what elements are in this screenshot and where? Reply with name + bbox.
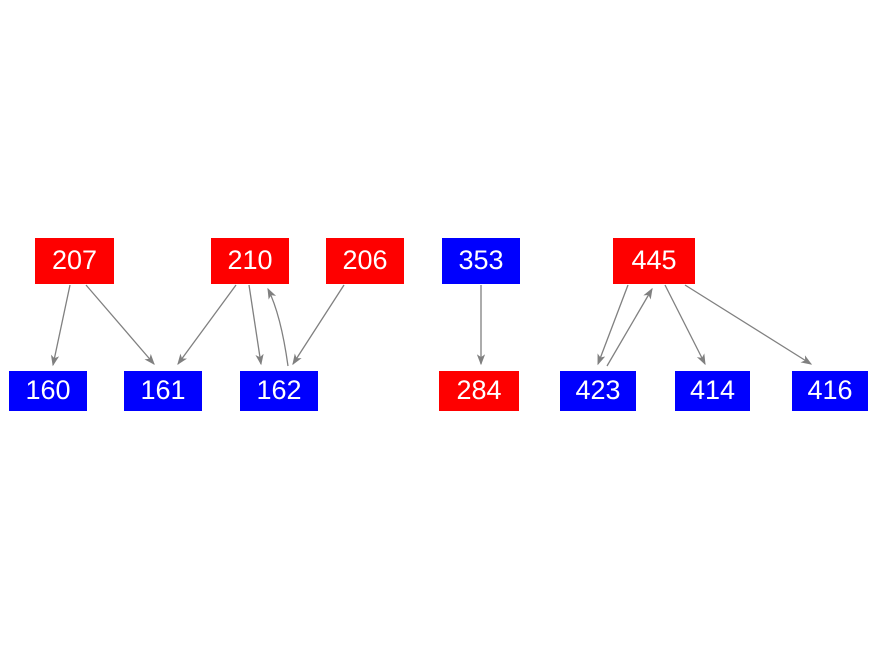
graph-node-label: 284	[456, 374, 502, 405]
graph-node-207[interactable]: 207	[35, 238, 114, 284]
graph-node-162[interactable]: 162	[240, 371, 318, 411]
graph-node-label: 414	[689, 374, 736, 405]
edge-210-to-162	[248, 284, 264, 366]
graph-node-206[interactable]: 206	[326, 238, 404, 284]
graph-node-label: 161	[140, 374, 186, 405]
graph-node-label: 445	[631, 244, 677, 275]
graph-node-445[interactable]: 445	[613, 238, 695, 284]
edge-207-to-160	[50, 284, 71, 367]
edge-162-to-210	[267, 287, 289, 367]
graph-node-label: 423	[575, 374, 621, 405]
graph-node-label: 210	[227, 244, 273, 275]
graph-node-label: 353	[458, 244, 504, 275]
edge-445-to-414	[664, 284, 706, 366]
edge-423-to-445	[606, 287, 653, 367]
edge-207-to-161	[85, 284, 155, 365]
graph-node-210[interactable]: 210	[211, 238, 289, 284]
graph-node-label: 206	[342, 244, 388, 275]
edge-445-to-423	[597, 284, 629, 366]
graph-node-414[interactable]: 414	[675, 371, 750, 411]
graph-node-161[interactable]: 161	[124, 371, 202, 411]
edge-445-to-416	[684, 284, 813, 365]
graph-node-423[interactable]: 423	[560, 371, 636, 411]
graph-node-label: 207	[51, 244, 98, 275]
graph-node-label: 416	[807, 374, 853, 405]
graph-node-label: 160	[25, 374, 71, 405]
graph-node-416[interactable]: 416	[792, 371, 868, 411]
edge-210-to-161	[177, 284, 237, 366]
graph-node-160[interactable]: 160	[9, 371, 87, 411]
edge-206-to-162	[292, 284, 345, 366]
graph-node-353[interactable]: 353	[442, 238, 520, 284]
edges-group	[50, 284, 813, 367]
graph-node-label: 162	[256, 374, 302, 405]
graph-node-284[interactable]: 284	[439, 371, 519, 411]
